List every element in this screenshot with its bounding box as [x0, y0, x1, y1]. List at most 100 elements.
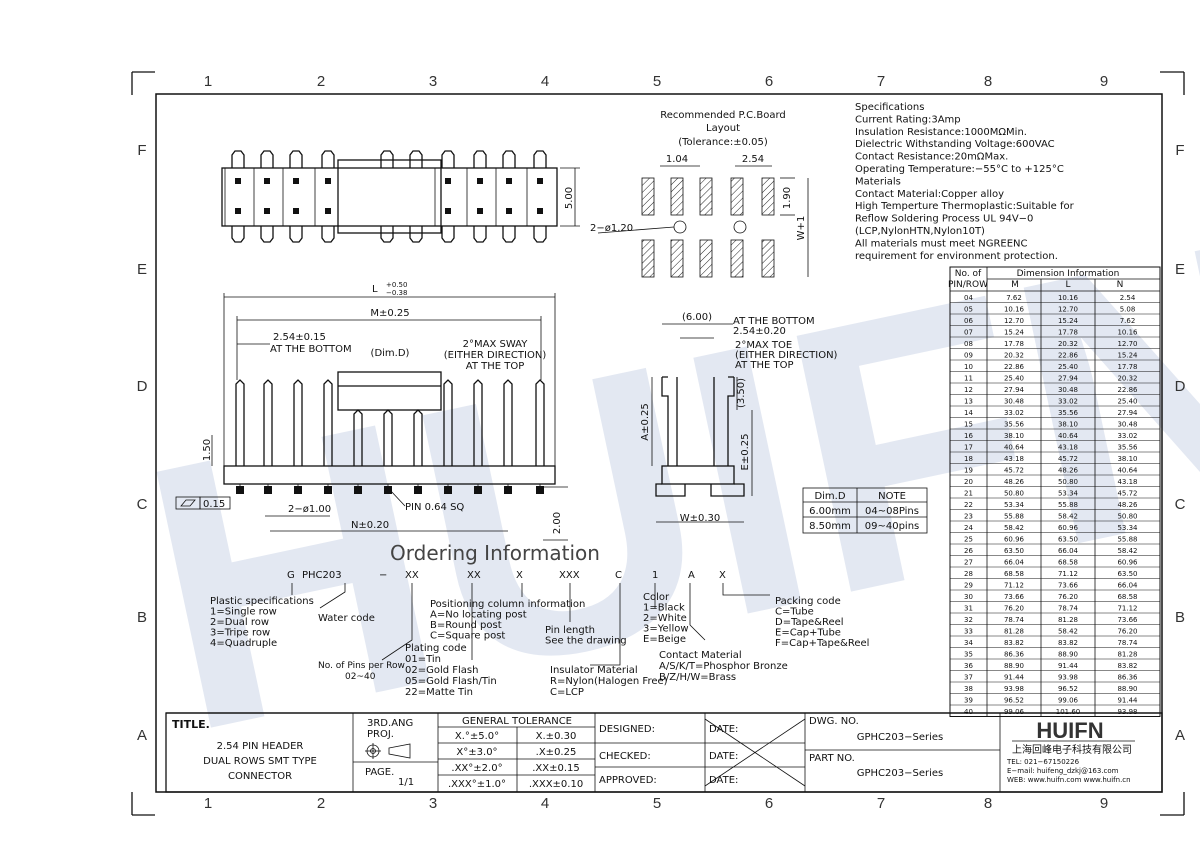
dwg-no-label: DWG. NO.	[809, 716, 859, 727]
dim-table-cell: 60.96	[1004, 535, 1025, 543]
top-pin-sq-b-9	[537, 208, 543, 214]
ordering-color-3: 3=Yellow	[643, 624, 689, 635]
dim-table-cell: 88.90	[1058, 650, 1078, 658]
dim-table-cell: 76.20	[1058, 593, 1078, 601]
ordering-plastic-1: 1=Single row	[210, 607, 277, 618]
dim-table-cell: 08	[964, 340, 973, 348]
pcb-pad-bottom-4	[761, 239, 775, 278]
dim-table-cell: 24	[964, 524, 973, 532]
dim-table-cell: 35.56	[1117, 443, 1138, 451]
dim-table-col-m: M	[1011, 280, 1019, 290]
dim-table-cell: 19	[964, 466, 973, 474]
tolerance-row-4-a: .XXX°±1.0°	[448, 779, 506, 790]
front-pin-sq: PIN 0.64 SQ	[405, 502, 464, 513]
front-pin-9	[503, 379, 513, 466]
zone-bottom-5: 5	[653, 795, 661, 812]
dim-table-cell: 22.86	[1117, 386, 1138, 394]
company-name-cn: 上海回峰电子科技有限公司	[1012, 743, 1132, 756]
dim-table-cell: 78.74	[1117, 639, 1138, 647]
ordering-plating-4: 22=Matte Tin	[405, 687, 473, 698]
dim-table-cell: 20.32	[1058, 340, 1078, 348]
spec-line-0: Specifications	[855, 102, 924, 113]
pcb-pad-top-2	[699, 177, 713, 216]
ordering-plastic-3: 3=Tripe row	[210, 628, 270, 639]
dim-table-cell: 78.74	[1004, 616, 1025, 624]
ordering-pin-length-0: Pin length	[545, 625, 595, 636]
zone-top-1: 1	[204, 73, 212, 90]
zone-left-b: B	[137, 609, 147, 626]
dim-table-cell: 43.18	[1058, 443, 1078, 451]
dim-table-cell: 12.70	[1004, 317, 1024, 325]
dim-table-cell: 45.72	[1117, 489, 1137, 497]
side-toe-2: (EITHER DIRECTION)	[735, 350, 838, 361]
dim-table-cell: 58.42	[1058, 512, 1078, 520]
dim-table-cell: 53.34	[1004, 501, 1025, 509]
dim-table-cell: 96.52	[1004, 696, 1024, 704]
dim-table-cell: 15.24	[1058, 317, 1079, 325]
dim-table-cell: 71.12	[1117, 604, 1137, 612]
dim-table-cell: 81.28	[1117, 650, 1137, 658]
top-pin-sq-b-0	[235, 208, 241, 214]
dim-table-cell: 88.90	[1117, 685, 1137, 693]
dim-table-cell: 38.10	[1004, 432, 1024, 440]
zone-top-9: 9	[1100, 73, 1108, 90]
dim-table-cell: 15	[964, 420, 973, 428]
dim-table-cell: 76.20	[1004, 604, 1024, 612]
dim-table-cell: 15.24	[1117, 351, 1138, 359]
dim-table-cell: 37	[964, 673, 973, 681]
spec-line-4: Contact Resistance:20mΩMax.	[855, 152, 1008, 163]
top-pin-up-4	[380, 150, 394, 168]
zone-right-b: B	[1175, 609, 1185, 626]
dim-table-cell: 60.96	[1117, 558, 1138, 566]
dim-table-cell: 33.02	[1004, 409, 1024, 417]
company-email: E−mail: huifeng_dzkj@163.com	[1007, 767, 1119, 775]
ordering-plastic-2: 2=Dual row	[210, 617, 269, 628]
side-view: (6.00) AT THE BOTTOM 2.54±0.20 2°MAX TOE…	[640, 312, 838, 524]
title-line-2: DUAL ROWS SMT TYPE	[203, 756, 317, 767]
ordering-code-position: X	[516, 570, 523, 581]
front-pin-foot-7	[444, 486, 452, 494]
zone-left-e: E	[137, 261, 147, 278]
side-toe-1: 2°MAX TOE	[735, 340, 792, 351]
top-pin-sq-a-7	[477, 178, 483, 184]
dim-d-table: Dim.D NOTE 6.00mm 04~08Pins 8.50mm 09~40…	[802, 487, 928, 534]
dim-table-cell: 33.02	[1058, 397, 1078, 405]
dim-table-cell: 93.98	[1058, 673, 1078, 681]
pcb-dim-pad: 1.90	[782, 187, 793, 209]
top-pin-sq-b-1	[264, 208, 270, 214]
dim-table-cell: 86.36	[1117, 673, 1138, 681]
dim-table-cell: 66.04	[1058, 547, 1079, 555]
dim-table-cell: 22.86	[1058, 351, 1079, 359]
dim-table-cell: 10.16	[1004, 305, 1025, 313]
dim-table-cell: 23	[964, 512, 973, 520]
dim-table-cell: 31	[964, 604, 973, 612]
dim-table-cell: 27	[964, 558, 973, 566]
dim-table-cell: 5.08	[1120, 305, 1136, 313]
dim-table-col-l: L	[1065, 280, 1070, 290]
ordering-positioning-1: A=No locating post	[430, 610, 527, 621]
dim-table-cell: 66.04	[1004, 558, 1025, 566]
top-pin-sq-a-1	[264, 178, 270, 184]
ordering-packing-2: D=Tape&Reel	[775, 617, 844, 628]
zone-right-c: C	[1175, 496, 1186, 513]
pcb-pad-top-0	[641, 177, 655, 216]
dim-table-cell: 17.78	[1117, 363, 1137, 371]
pcb-pad-bottom-1	[670, 239, 684, 278]
zone-top-3: 3	[429, 73, 437, 90]
top-pin-down-7	[473, 226, 487, 243]
top-pin-down-1	[260, 226, 274, 243]
dim-table-cell: 34	[964, 639, 973, 647]
dim-table-cell: 99.06	[1004, 708, 1025, 716]
ordering-color-1: 1=Black	[643, 603, 685, 614]
top-pin-sq-b-7	[477, 208, 483, 214]
pcb-pad-bottom-2	[699, 239, 713, 278]
pcb-pad-bottom-3	[730, 239, 744, 278]
page-value: 1/1	[398, 777, 414, 788]
pcb-layout-title-2: Layout	[706, 123, 740, 134]
zone-top-7: 7	[877, 73, 885, 90]
dim-table-cell: 83.82	[1058, 639, 1078, 647]
title-label: TITLE.	[172, 718, 210, 731]
top-view: 5.00	[221, 150, 580, 243]
projection-label-2: PROJ.	[367, 729, 394, 740]
